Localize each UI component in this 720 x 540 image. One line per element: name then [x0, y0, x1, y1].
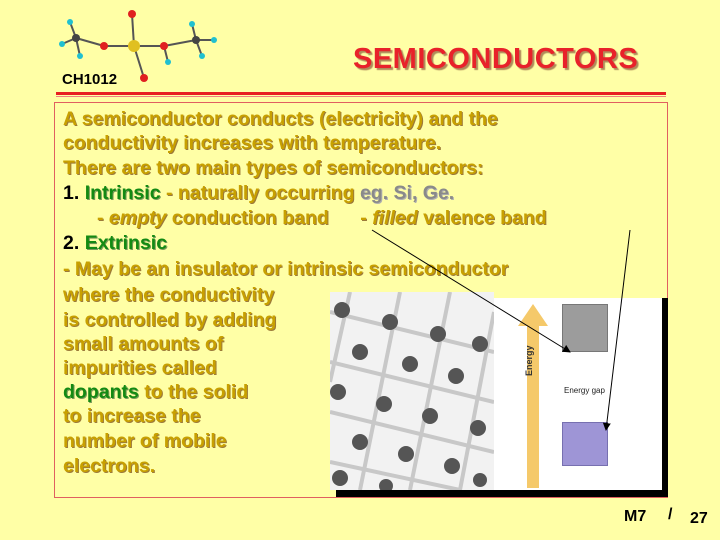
body-line-13: to increase the [63, 405, 201, 427]
body-line-4: 1. Intrinsic - naturally occurring eg. S… [63, 182, 454, 204]
body-line-9: is controlled by adding [63, 309, 277, 331]
body-line-5: - empty conduction band - filled valence… [97, 207, 547, 229]
body-line-12: dopants to the solid [63, 381, 248, 403]
energy-gap-label: Energy gap [564, 386, 605, 395]
figure-shadow-bottom [336, 490, 668, 497]
energy-arrow-icon [518, 304, 548, 488]
course-code: CH1012 [62, 71, 118, 88]
body-line-10: small amounts of [63, 333, 224, 355]
conduction-band-text: conduction band [166, 207, 329, 229]
conduction-band [562, 304, 608, 352]
energy-axis-label: Energy [524, 345, 534, 376]
list-number-2: 2. [63, 232, 80, 254]
body-line-2: conductivity increases with temperature. [63, 132, 442, 154]
body-line-1: A semiconductor conducts (electricity) a… [63, 108, 498, 130]
intrinsic-example: eg. Si, Ge. [359, 182, 455, 204]
bullet-1: - [97, 207, 109, 229]
title-rule [56, 92, 666, 95]
body-line-7: - May be an insulator or intrinsic semic… [63, 258, 509, 280]
energy-band-diagram: Energy Energy gap [494, 298, 662, 490]
term-extrinsic: Extrinsic [84, 232, 168, 254]
valence-band-text: valence band [417, 207, 547, 229]
valence-band [562, 422, 608, 466]
body-line-6: 2. Extrinsic [63, 232, 167, 254]
body-line-11: impurities called [63, 357, 217, 379]
footer-separator: / [668, 506, 673, 523]
slide-title: SEMICONDUCTORS [353, 43, 639, 75]
list-number-1: 1. [63, 182, 80, 204]
figure-shadow-right [662, 298, 668, 497]
dopants-rest: to the solid [138, 381, 249, 403]
title-rule-thin [56, 96, 666, 97]
body-line-14: number of mobile [63, 430, 227, 452]
page-number: 27 [690, 510, 708, 527]
crystal-lattice-image [330, 292, 494, 490]
body-line-8: where the conductivity [63, 284, 275, 306]
body-line-3: There are two main types of semiconducto… [63, 157, 484, 179]
bullet-2: - [360, 207, 373, 229]
molecule-logo [59, 10, 217, 82]
word-empty: empty [108, 207, 167, 229]
body-line-15: electrons. [63, 455, 156, 477]
intrinsic-description: - naturally occurring [165, 182, 355, 204]
term-intrinsic: Intrinsic [84, 182, 161, 204]
module-label: M7 [624, 508, 647, 525]
word-filled: filled [372, 207, 418, 229]
term-dopants: dopants [63, 381, 139, 403]
